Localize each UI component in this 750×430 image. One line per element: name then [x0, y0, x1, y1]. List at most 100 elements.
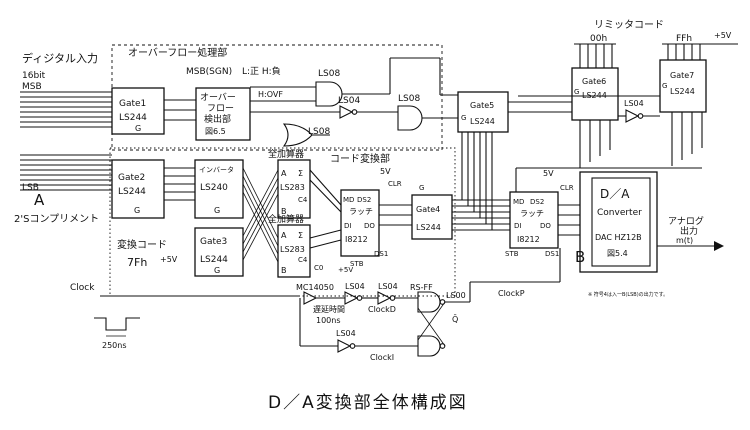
plus5v-latch2: 5V [543, 169, 554, 178]
mt-label: m(t) [676, 236, 693, 245]
latch2-do: DO [540, 222, 551, 230]
latch2-block: MD DS2 ラッチ DI DO I8212 [509, 191, 559, 249]
gate1-block: Gate1 LS244 G [111, 87, 165, 135]
msb-sgn-label: MSB(SGN) [186, 67, 232, 77]
latch2-part: I8212 [517, 235, 540, 244]
nand-gate-icon [417, 335, 441, 357]
dac-line2: Converter [597, 208, 642, 218]
inverter-icon [625, 109, 640, 123]
limiter-inputs [574, 43, 738, 68]
and-gate-icon [397, 105, 423, 131]
bits-label: 16bit [22, 71, 46, 81]
gate3-part: LS244 [200, 255, 228, 265]
and-gate-icon [315, 81, 343, 107]
plus5v-left: +5V [160, 255, 178, 264]
overflow-detect-line3: 検出部 [204, 113, 231, 125]
clockd-label: ClockD [368, 305, 396, 314]
latch1-do: DO [364, 222, 375, 230]
overflow-detect-line2: フロー [207, 104, 234, 114]
adder2-c4: C4 [298, 256, 308, 264]
gate7-name: Gate7 [670, 71, 694, 80]
gate1-name: Gate1 [119, 99, 146, 109]
overflow-section-title: オーバーフロー処理部 [128, 46, 227, 59]
gate3-block: Gate3 LS244 G [194, 227, 244, 277]
overflow-detect-block: オーバー フロー 検出部 図6.5 [195, 87, 251, 141]
clock-pulse-icon [94, 317, 140, 331]
mark-b-label: B [575, 248, 585, 266]
adder2-part: LS283 [280, 245, 305, 254]
mc14050-label: MC14050 [296, 283, 334, 292]
adder2-block: 全加算器 A Σ LS283 C4 B C0 [268, 213, 323, 278]
overflow-detect-line1: オーバー [200, 92, 236, 103]
gate1-part: LS244 [119, 113, 147, 123]
adder1-a: A [281, 169, 287, 178]
inverter-icon [337, 339, 352, 353]
q-bar-label: Q̄ [452, 314, 458, 324]
msb-label: MSB [22, 82, 42, 92]
ds1-latch2: DS1 [545, 250, 559, 258]
code-conv-title: コード変換部 [330, 152, 390, 165]
gate2-block: Gate2 LS244 G [111, 159, 165, 219]
gate5-block: Gate5 LS244 G [457, 91, 509, 133]
clr-latch1: CLR [388, 180, 402, 188]
limiter-code-label: リミッタコード [594, 19, 664, 31]
clockp-label: ClockP [498, 289, 525, 298]
clocki-label: ClockI [370, 353, 394, 362]
inverter-part: LS240 [200, 183, 228, 193]
adder1-name: 全加算器 [268, 148, 304, 160]
inverter-pin: G [214, 206, 220, 215]
code-7fh-label: 7Fh [127, 256, 147, 269]
or-gate-icon [282, 123, 313, 147]
rs-ff-label: RS-FF [410, 283, 433, 292]
inverter-icon [377, 291, 392, 305]
gate-ls00: LS00 [446, 291, 466, 300]
digital-input-label: ディジタル入力 [22, 51, 98, 65]
adder1-b: B [281, 207, 287, 216]
adder2-sigma: Σ [298, 231, 303, 240]
adder1-block: 全加算器 A Σ LS283 C4 B [268, 148, 311, 219]
adder2-name: 全加算器 [268, 213, 304, 225]
gate5-pin: G [461, 114, 466, 122]
code-ffh-label: FFh [676, 34, 692, 44]
gate3-pin: G [214, 266, 220, 275]
gate4-name: Gate4 [416, 205, 440, 214]
bus-to-latch2 [452, 132, 510, 231]
plus5v-latch1b: +5V [338, 266, 353, 274]
adder1-sigma: Σ [298, 169, 303, 178]
input-bus [20, 91, 112, 191]
stb-latch1: STB [350, 260, 364, 268]
gate6-name: Gate6 [582, 77, 606, 86]
pulse-width-label: 250ns [102, 341, 127, 350]
latch2-ds2: DS2 [530, 198, 544, 206]
buffer-icon [303, 291, 318, 305]
gate-ls08-a: LS08 [318, 69, 340, 79]
latch1-block: MD DS2 ラッチ DI DO I8212 [340, 189, 380, 257]
gate5-name: Gate5 [470, 101, 494, 110]
adder2-a: A [281, 231, 287, 240]
latch1-md: MD [343, 196, 354, 204]
inverter-block: インバータ LS240 G [194, 159, 244, 219]
adder1-c4: C4 [298, 196, 308, 204]
limiter-outputs [508, 95, 703, 192]
gate7-part: LS244 [670, 87, 695, 96]
stb-latch2: STB [505, 250, 519, 258]
latch2-name: ラッチ [520, 209, 544, 218]
delay-ns-label: 100ns [316, 316, 341, 325]
gate4-part: LS244 [416, 223, 441, 232]
inverter-icon [339, 105, 354, 119]
gate-ls04-d: LS04 [378, 282, 398, 291]
adder1-part: LS283 [280, 183, 305, 192]
gate6-block: Gate6 LS244 G [571, 67, 619, 121]
gate5-part: LS244 [470, 117, 495, 126]
delay-time-label: 遅延時間 [313, 304, 345, 314]
gate4-block: Gate4 LS244 G [411, 184, 453, 240]
dac-line3: DAC HZ12B [595, 233, 642, 242]
latch2-di: DI [514, 222, 521, 230]
gate-ls08-c: LS08 [308, 127, 330, 137]
inverter-icon [344, 291, 359, 305]
dac-line1: D／A [600, 187, 630, 201]
clr-latch2: CLR [560, 184, 574, 192]
adder2-c0: C0 [314, 264, 323, 272]
conv-code-label: 変換コード [117, 238, 167, 251]
plus5v-latch1: 5V [380, 167, 391, 176]
